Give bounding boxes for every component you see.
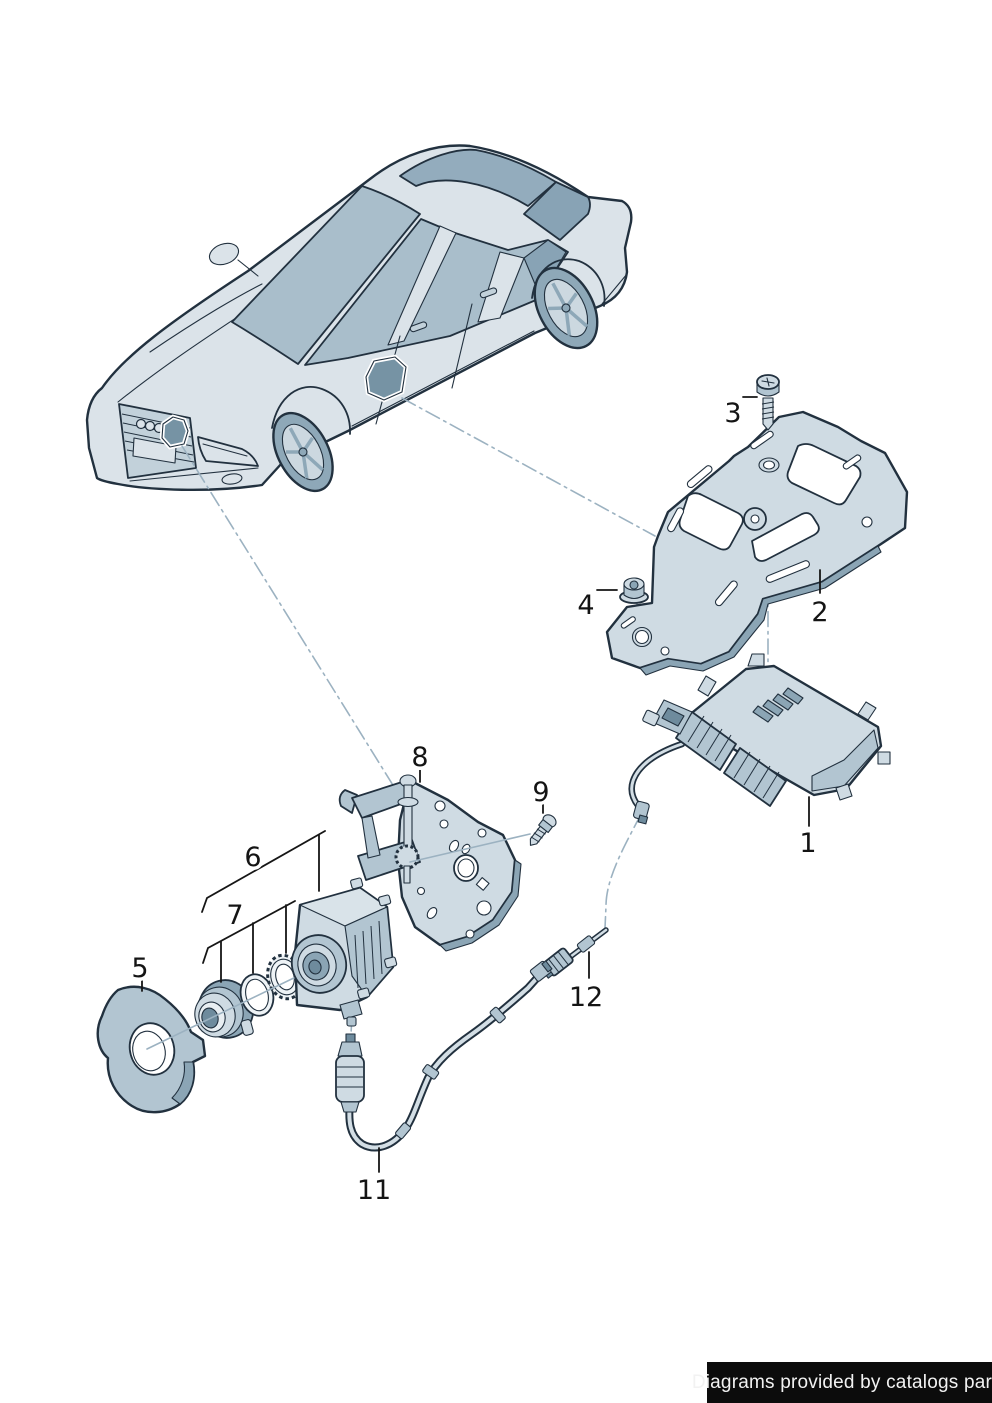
- module-pigtail-cable: [628, 740, 686, 825]
- screw-part9: [529, 814, 557, 846]
- module-side-face: [811, 729, 879, 792]
- cable11-connector: [335, 1033, 365, 1113]
- hinge-gear: [394, 844, 420, 870]
- screw9-axis-line: [409, 833, 531, 863]
- b-pillar: [387, 225, 457, 346]
- cover-gasket-part5: [96, 985, 207, 1114]
- module-fins: [752, 687, 804, 723]
- camera-cable-part11: [335, 960, 553, 1152]
- line-pigtail-to-cable12: [604, 813, 642, 929]
- line-door-to-bracket: [401, 397, 656, 537]
- door-module-location: [363, 354, 409, 403]
- bumper-line: [129, 467, 259, 482]
- plate-edge-thickness: [439, 859, 522, 952]
- mounting-bracket-part2: [605, 410, 909, 676]
- cable11-clips: [395, 1006, 506, 1140]
- plate-holes: [416, 800, 492, 939]
- headlight: [197, 436, 259, 467]
- lens-holder-ring-part6: [194, 979, 255, 1039]
- attribution-bar: Diagrams provided by catalogs parts: [692, 1362, 992, 1403]
- bracket-slots: [620, 430, 862, 629]
- callout-4: 4: [577, 590, 594, 621]
- mirror-stalk: [237, 259, 259, 277]
- ring-tab: [240, 1019, 254, 1036]
- bracket-edge-thickness: [639, 545, 882, 676]
- callout-8: 8: [411, 742, 428, 773]
- fog-light: [221, 473, 243, 485]
- windshield: [231, 185, 421, 365]
- door-module-location-outline: [365, 356, 407, 401]
- door-handle-front: [409, 321, 428, 333]
- attribution-text: Diagrams provided by catalogs parts: [691, 1371, 992, 1393]
- c-pillar: [477, 251, 525, 323]
- sill-line: [351, 330, 535, 427]
- hinge-assembly: [338, 774, 421, 884]
- callout-6: 6: [244, 842, 261, 873]
- hinge-bolt-shaft: [403, 784, 413, 852]
- camera-connector: [339, 999, 363, 1020]
- screw-part3: [756, 374, 780, 431]
- line-grille-to-plate: [181, 445, 397, 791]
- rear-wheel: [533, 266, 599, 350]
- grille-camera-location-outline: [161, 416, 189, 448]
- door-handle-rear: [479, 287, 498, 299]
- front-wheel-arch: [271, 386, 351, 435]
- callout-11: 11: [357, 1175, 391, 1206]
- headlight-line: [202, 443, 248, 457]
- camera-module: [290, 877, 398, 1027]
- rear-wheel-arch: [531, 258, 606, 307]
- leader-6: [201, 830, 326, 913]
- glass-roof: [399, 148, 557, 207]
- module-connector-blocks: [642, 699, 787, 807]
- cable11-end-connector: [529, 960, 553, 982]
- rear-window: [523, 181, 591, 241]
- side-mirror: [208, 242, 240, 266]
- callout-5: 5: [131, 953, 148, 984]
- door-seam-rear: [451, 303, 473, 389]
- front-wheel: [272, 411, 334, 493]
- callout-12: 12: [569, 982, 603, 1013]
- hood-crease: [149, 283, 263, 353]
- nut-part4: [619, 577, 649, 604]
- camera-bracket-plate-part8: [338, 774, 522, 952]
- control-module-part1: [628, 653, 891, 825]
- callout-3: 3: [724, 398, 741, 429]
- module-ears: [697, 653, 891, 801]
- callout-leader-lines: [141, 396, 821, 1173]
- bracket-openings: [678, 443, 862, 562]
- callout-labels: 1 2 3 4 5 6 7 8 9 11 12: [128, 395, 832, 1210]
- callout-9: 9: [532, 777, 549, 808]
- camera-ribs: [354, 920, 383, 989]
- callout-7: 7: [226, 900, 243, 931]
- leader-7: [202, 900, 296, 983]
- car-illustration: [85, 144, 633, 493]
- camera-mount-tabs: [350, 877, 398, 1000]
- rear-bumper-line: [601, 273, 628, 305]
- gasket-fold-edge: [171, 1061, 195, 1105]
- callout-2: 2: [811, 597, 828, 628]
- callout-1: 1: [799, 828, 816, 859]
- bracket-flap-hole: [634, 629, 650, 645]
